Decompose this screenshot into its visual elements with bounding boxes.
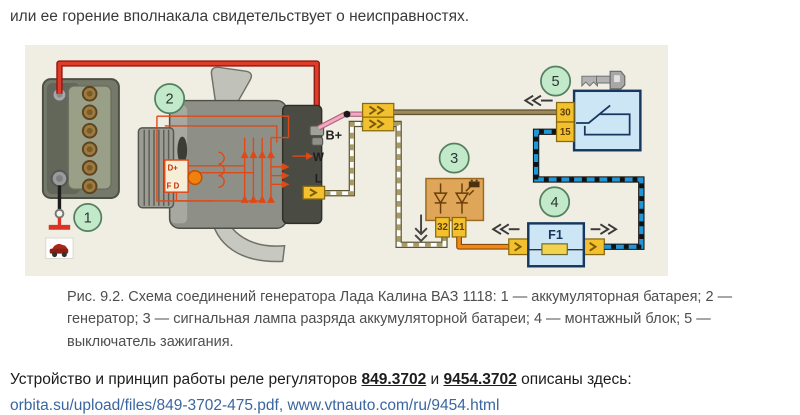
callout-lamp: 3	[438, 142, 470, 174]
battery-ground-wire	[48, 185, 71, 230]
regulator-label-fd: F D	[167, 181, 180, 190]
site-logo	[45, 237, 74, 259]
fuse-element	[541, 243, 568, 256]
switch-contact-symbol	[576, 104, 631, 136]
terminal-label-30: 30	[560, 108, 571, 119]
svg-text:3: 3	[450, 151, 458, 167]
relay-849-link[interactable]: 849.3702	[361, 371, 427, 388]
wire-21-to-fuse	[456, 237, 511, 250]
svg-text:4: 4	[551, 195, 559, 211]
current-direction-arrow-left-switch	[523, 94, 553, 107]
svg-text:5: 5	[551, 74, 559, 90]
brush-node	[187, 170, 203, 186]
callout-generator: 2	[154, 83, 186, 115]
terminal-label-w: W	[313, 151, 325, 164]
ignition-key-icon	[581, 70, 626, 90]
callout-battery: 1	[73, 202, 103, 233]
battery-icon	[468, 179, 480, 188]
battery	[41, 78, 120, 199]
svg-text:1: 1	[84, 210, 92, 226]
mounting-block: F1	[508, 222, 605, 268]
paragraph-conjunction: и	[426, 371, 444, 388]
figure-caption: Рис. 9.2. Схема соединений генератора Ла…	[67, 289, 733, 350]
wire-battery-to-bplus	[56, 60, 320, 129]
fuse-label: F1	[548, 228, 563, 242]
terminal-label-bplus: B+	[326, 129, 343, 143]
generator-top-bracket	[210, 66, 253, 105]
paragraph-suffix: описаны здесь:	[516, 371, 632, 388]
terminal-label-21: 21	[454, 222, 465, 233]
terminal-label-l: L	[315, 172, 322, 185]
battery-caps	[81, 85, 98, 195]
callout-switch: 5	[540, 65, 572, 97]
warning-lamp-block: 32 21	[425, 177, 485, 238]
regulator-label-dplus: D+	[168, 164, 179, 173]
diode-icon	[433, 183, 448, 214]
body-paragraph: Устройство и принцип работы реле регулят…	[10, 371, 790, 389]
voltage-regulator: D+ F D	[163, 159, 203, 193]
current-direction-arrow-left-lamp	[491, 223, 520, 235]
paragraph-prefix: Устройство и принцип работы реле регулят…	[10, 371, 362, 388]
wiring-diagram-figure: D+ F D B+ W L	[25, 45, 668, 276]
current-direction-arrow-right-fuse	[590, 223, 618, 235]
terminal-label-15: 15	[560, 127, 571, 138]
ground-arrow-icon	[414, 214, 428, 243]
callout-block: 4	[539, 186, 571, 218]
figure-image: D+ F D B+ W L	[41, 60, 645, 268]
intro-text: или ее горение вполнакала свидетельствуе…	[10, 8, 470, 25]
l-terminal-connector	[302, 185, 326, 200]
terminal-label-32: 32	[437, 222, 448, 233]
wire-15-to-fuse	[532, 128, 645, 250]
relay-9454-link[interactable]: 9454.3702	[443, 371, 517, 388]
wire-bplus-pink	[317, 110, 363, 131]
external-url-link[interactable]: orbita.su/upload/files/849-3702-475.pdf,…	[10, 397, 500, 414]
charge-lamp-icon	[454, 183, 475, 214]
wire-l-striped	[324, 120, 448, 248]
svg-text:2: 2	[166, 91, 174, 107]
ignition-switch: 30 15	[555, 89, 642, 152]
connector-block	[361, 102, 395, 132]
